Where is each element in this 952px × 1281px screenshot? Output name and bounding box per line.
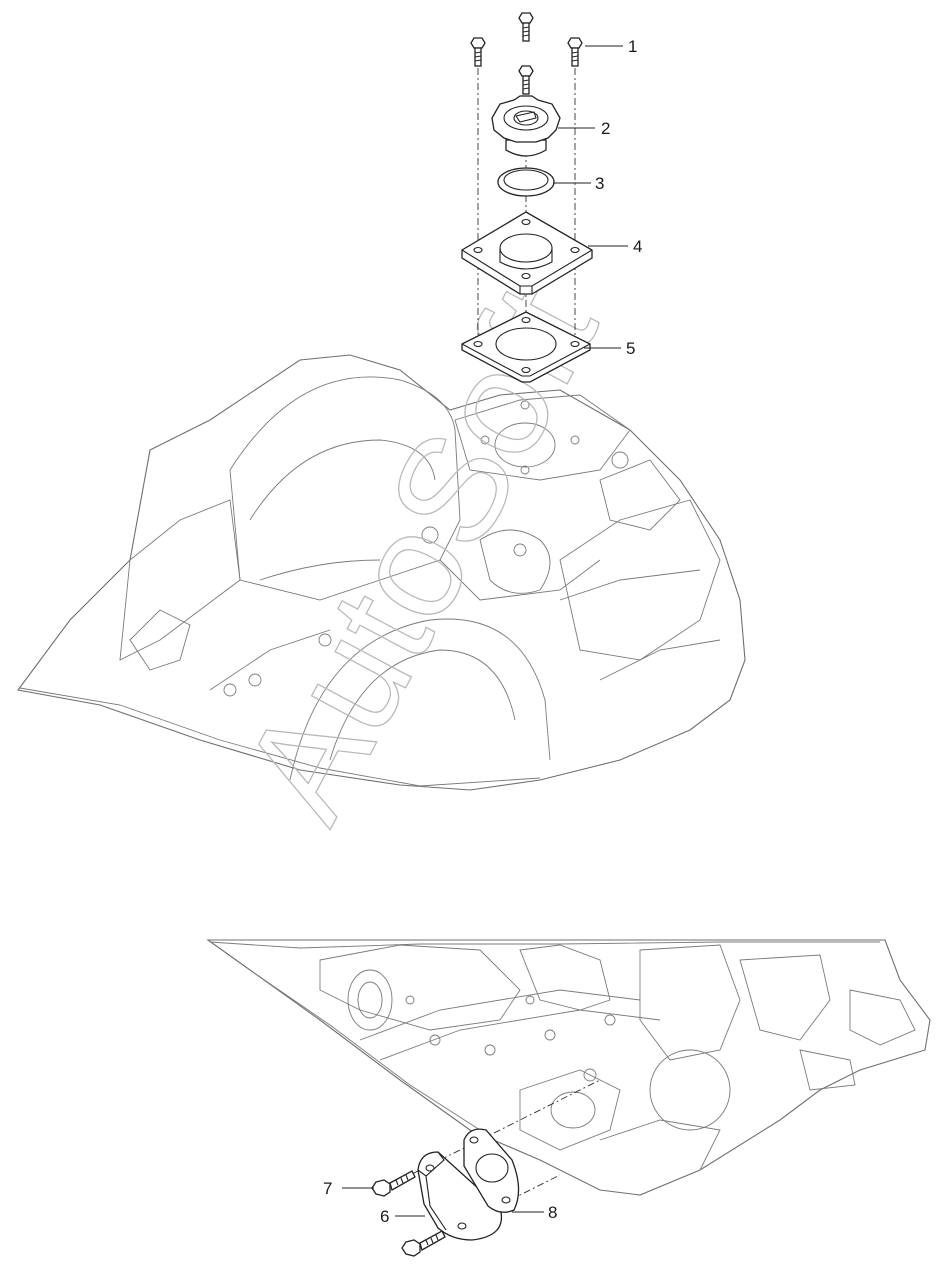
cover-gasket-icon bbox=[463, 1128, 520, 1213]
callout-5: 5 bbox=[626, 339, 635, 358]
engine-block-bottom bbox=[206, 939, 931, 1196]
filler-flange-icon bbox=[461, 211, 593, 295]
bolt-icon bbox=[470, 37, 486, 67]
bolt-icon bbox=[518, 65, 534, 95]
flange-gasket-icon bbox=[461, 311, 591, 383]
bolt-icon bbox=[371, 1170, 416, 1197]
callout-6: 6 bbox=[380, 1207, 389, 1226]
callout-8: 8 bbox=[548, 1203, 557, 1222]
engine-block-top bbox=[17, 354, 746, 791]
leader-lines bbox=[342, 45, 628, 1217]
callout-7: 7 bbox=[323, 1179, 332, 1198]
bolt-icon bbox=[567, 37, 583, 67]
dash-guide-lines-bottom bbox=[399, 1079, 601, 1241]
bolt-icon bbox=[401, 1230, 446, 1257]
oil-filler-cap-icon bbox=[491, 95, 561, 157]
cover-plate-icon bbox=[417, 1151, 502, 1241]
o-ring-icon bbox=[497, 167, 555, 197]
callout-1: 1 bbox=[628, 37, 637, 56]
callout-4: 4 bbox=[633, 237, 642, 256]
bolt-icon bbox=[518, 12, 534, 42]
callout-3: 3 bbox=[595, 174, 604, 193]
callout-2: 2 bbox=[601, 119, 610, 138]
